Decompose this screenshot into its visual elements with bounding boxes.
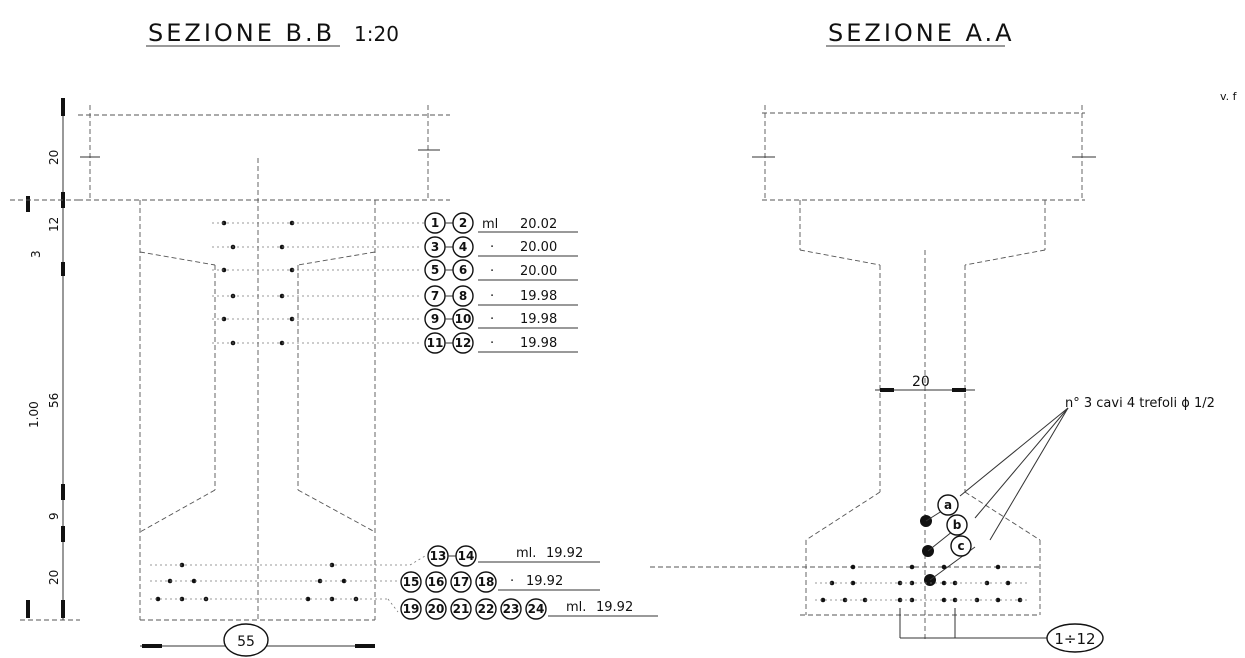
- svg-text:·: ·: [490, 336, 494, 351]
- svg-text:ml.: ml.: [516, 546, 536, 561]
- svg-text:·: ·: [490, 240, 494, 255]
- svg-text:13: 13: [430, 549, 447, 563]
- svg-text:10: 10: [455, 312, 472, 326]
- dim-bottom-20: 20: [47, 570, 61, 585]
- svg-text:b: b: [953, 518, 962, 532]
- haunch-right: [297, 251, 376, 266]
- svg-text:17: 17: [453, 575, 470, 589]
- section-aa-drawing: SEZIONE A.A v. f 20 n° 3 cavi 4 trefoli …: [650, 19, 1238, 653]
- strand-grid-aa: [815, 564, 1030, 603]
- bulb-left: [139, 489, 216, 533]
- svg-text:20.02: 20.02: [520, 217, 557, 232]
- svg-text:ml.: ml.: [566, 600, 586, 615]
- dim-12: 12: [47, 217, 61, 232]
- dim-9: 9: [47, 512, 61, 520]
- svg-text:1: 1: [431, 216, 439, 230]
- svg-text:11: 11: [427, 336, 444, 350]
- bulb-right: [297, 489, 376, 533]
- section-aa-title: SEZIONE A.A: [828, 19, 1015, 47]
- svg-text:16: 16: [428, 575, 445, 589]
- svg-text:24: 24: [528, 602, 545, 616]
- strand-lengths-upper: ml 20.02 · 20.00 · 20.00 · 19.98 · 19.98…: [478, 217, 578, 353]
- svg-text:6: 6: [459, 263, 467, 277]
- svg-text:2: 2: [459, 216, 467, 230]
- svg-text:20: 20: [428, 602, 445, 616]
- svg-text:ml: ml: [482, 217, 498, 232]
- svg-text:12: 12: [455, 336, 472, 350]
- svg-text:15: 15: [403, 575, 420, 589]
- svg-text:·: ·: [490, 289, 494, 304]
- svg-text:23: 23: [503, 602, 520, 616]
- svg-text:a: a: [944, 498, 952, 512]
- svg-text:19.92: 19.92: [526, 574, 563, 589]
- svg-text:·: ·: [490, 264, 494, 279]
- svg-text:3: 3: [431, 240, 439, 254]
- svg-text:19.92: 19.92: [546, 546, 583, 561]
- svg-text:7: 7: [431, 289, 439, 303]
- svg-text:18: 18: [478, 575, 495, 589]
- haunch-left: [139, 251, 216, 266]
- range-bubble: [1046, 623, 1104, 653]
- svg-text:19.98: 19.98: [520, 312, 557, 327]
- width-55-label: 55: [237, 634, 255, 650]
- svg-text:20.00: 20.00: [520, 264, 557, 279]
- svg-text:19.98: 19.98: [520, 336, 557, 351]
- cable-label-c: [950, 535, 972, 557]
- upper-leader-lines: [212, 222, 425, 344]
- margin-note: v. f: [1220, 90, 1238, 103]
- dim-web-56: 56: [47, 393, 61, 408]
- dim-flange-20: 20: [47, 150, 61, 165]
- cable-note: n° 3 cavi 4 trefoli ϕ 1/2: [1065, 396, 1215, 411]
- svg-text:4: 4: [459, 240, 467, 254]
- svg-text:·: ·: [490, 312, 494, 327]
- strand-lengths-lower: ml. 19.92 · 19.92 ml. 19.92: [478, 546, 658, 617]
- cable-label-b: [946, 514, 968, 536]
- dim-3: 3: [29, 250, 43, 258]
- svg-text:14: 14: [458, 549, 475, 563]
- svg-text:19.92: 19.92: [596, 600, 633, 615]
- lower-strand-dots: [155, 562, 359, 602]
- svg-text:9: 9: [431, 312, 439, 326]
- svg-text:20.00: 20.00: [520, 240, 557, 255]
- lower-leader-lines: [150, 555, 426, 613]
- strand-labels-upper: 1 2 3 4 5 6 7 8 9 10 11 12: [424, 212, 474, 354]
- section-bb-title: SEZIONE B.B: [148, 19, 335, 47]
- svg-text:19.98: 19.98: [520, 289, 557, 304]
- web-dimension-20: 20: [912, 374, 930, 390]
- dim-total-1-00: 1.00: [27, 401, 41, 428]
- svg-text:21: 21: [453, 602, 470, 616]
- range-label: 1÷12: [1054, 630, 1095, 648]
- svg-text:c: c: [957, 539, 964, 553]
- svg-text:·: ·: [510, 574, 514, 589]
- section-bb-scale: 1:20: [354, 22, 399, 46]
- cable-label-a: [937, 494, 959, 516]
- width-55-bubble: [223, 623, 269, 657]
- svg-text:8: 8: [459, 289, 467, 303]
- svg-text:19: 19: [403, 602, 420, 616]
- strand-labels-lower: 13 14 15 16 17 18 19 20 21 22 23 24: [400, 545, 547, 620]
- section-bb-drawing: SEZIONE B.B 1:20 20 3 12: [10, 19, 658, 657]
- svg-text:22: 22: [478, 602, 495, 616]
- svg-text:5: 5: [431, 263, 439, 277]
